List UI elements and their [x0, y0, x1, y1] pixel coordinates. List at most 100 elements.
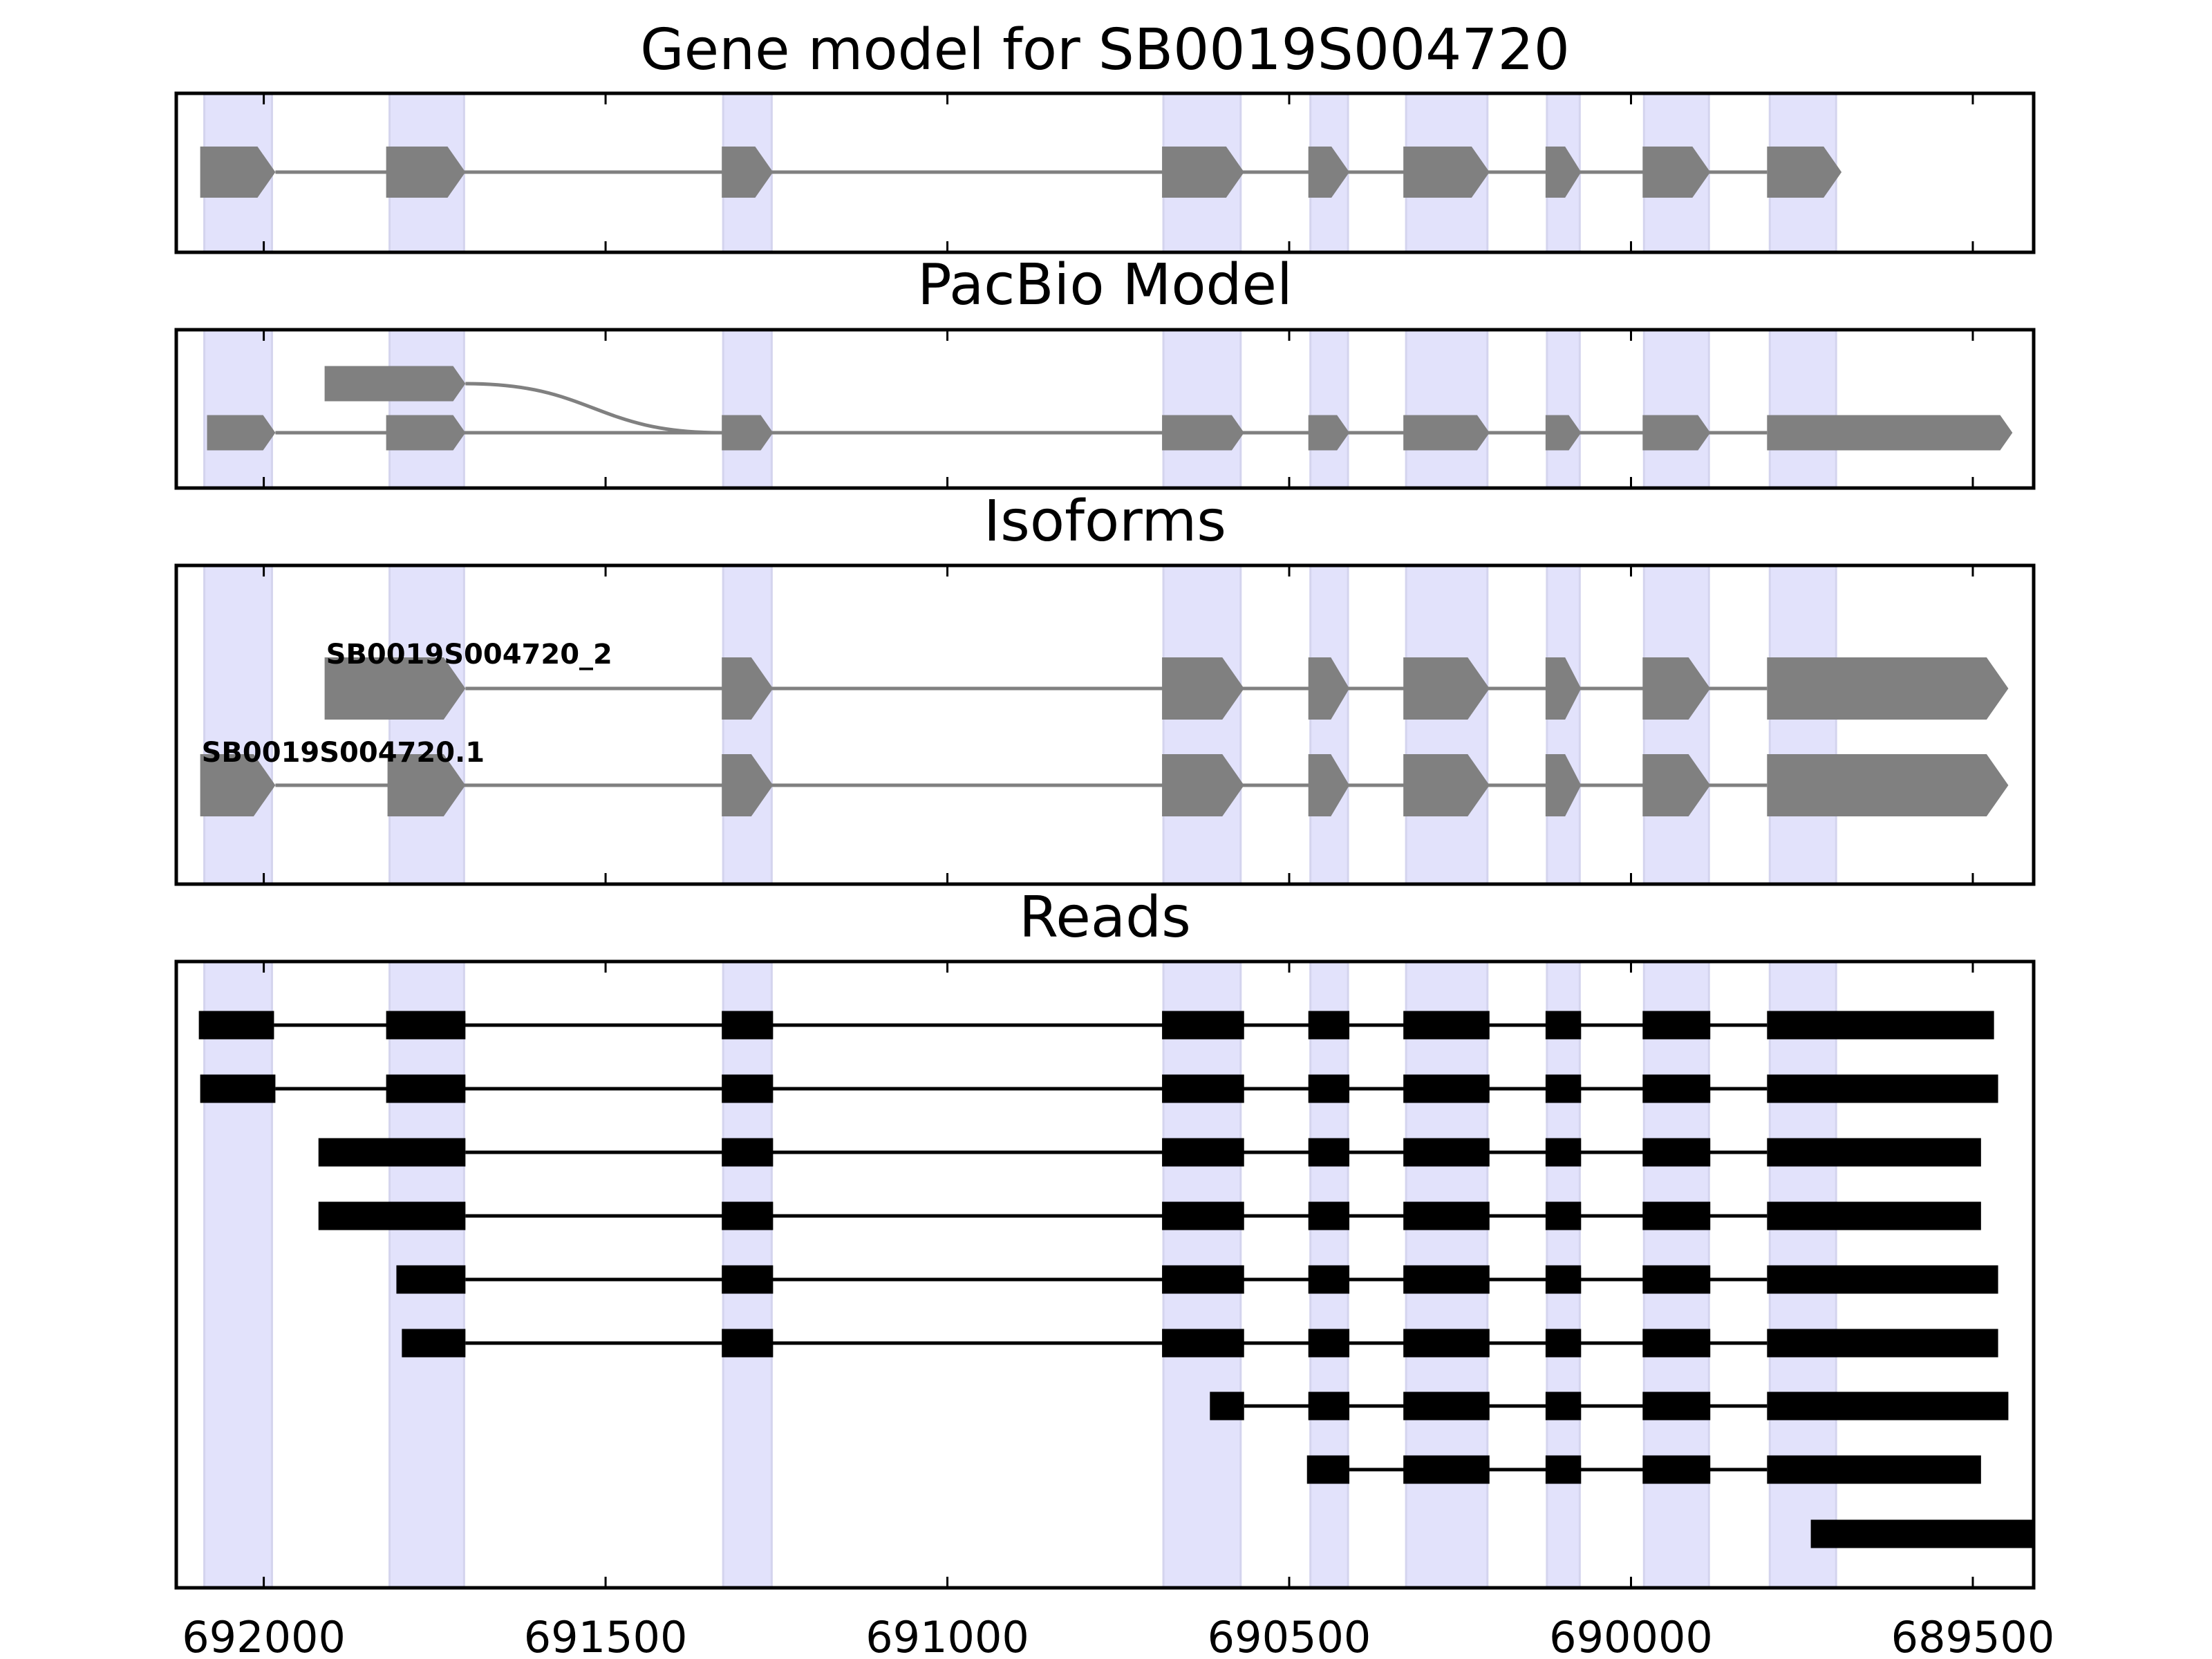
plot-area — [200, 93, 1842, 252]
read-exon — [1403, 1011, 1490, 1040]
exon-arrow — [722, 147, 774, 198]
exon-shade — [1546, 565, 1581, 884]
exon-arrow — [1767, 754, 2009, 816]
read-exon — [722, 1138, 774, 1167]
x-tick-label: 692000 — [182, 1612, 346, 1659]
x-tick-label: 689500 — [1891, 1612, 2055, 1659]
read-exon — [198, 1011, 274, 1040]
read-exon — [1308, 1391, 1350, 1421]
read-exon — [1810, 1519, 2034, 1548]
read-exon — [1642, 1391, 1711, 1421]
panel-0: Gene model for SB0019S004720 — [174, 17, 2036, 254]
panel-1: PacBio Model — [174, 252, 2036, 490]
exon-arrow — [1403, 754, 1490, 816]
exon-arrow — [1767, 147, 1842, 198]
exon-arrow — [1642, 415, 1711, 451]
exon-arrow — [1162, 415, 1244, 451]
read-exon — [1642, 1455, 1711, 1484]
read-exon — [1767, 1391, 2009, 1421]
exon-arrow — [1545, 147, 1582, 198]
exon-arrow — [200, 147, 276, 198]
exon-arrow — [1642, 147, 1711, 198]
splice-curve — [465, 382, 722, 435]
read-exon — [1642, 1138, 1711, 1167]
exon-arrow — [1403, 147, 1490, 198]
exon-arrow — [1308, 415, 1350, 451]
read-exon — [1642, 1074, 1711, 1103]
axes-frame — [174, 328, 2036, 490]
read-exon — [318, 1201, 466, 1230]
axes-frame — [174, 959, 2036, 1590]
exon-arrow — [722, 754, 774, 816]
exon-shade — [722, 330, 773, 488]
read-exon — [1642, 1011, 1711, 1040]
read-exon — [1642, 1329, 1711, 1358]
read-exon — [386, 1011, 466, 1040]
exon-shade — [203, 565, 273, 884]
exon-arrow — [200, 754, 276, 816]
read-exon — [1545, 1201, 1582, 1230]
read-exon — [1767, 1074, 1998, 1103]
read-exon — [1642, 1201, 1711, 1230]
panel-3: Reads — [174, 885, 2036, 1590]
read-exon — [1403, 1391, 1490, 1421]
read-exon — [1767, 1329, 1998, 1358]
read-exon — [1308, 1074, 1350, 1103]
read-exon — [1162, 1074, 1244, 1103]
exon-shade — [1768, 330, 1837, 488]
panel-title: Reads — [1019, 885, 1191, 950]
plot-area — [200, 565, 2009, 884]
exon-shade — [203, 962, 273, 1588]
read-exon — [200, 1074, 276, 1103]
axes-frame — [174, 91, 2036, 254]
read-exon — [722, 1201, 774, 1230]
exon-shade — [1162, 565, 1242, 884]
exon-shade — [388, 330, 465, 488]
exon-shade — [1405, 330, 1489, 488]
read-exon — [1308, 1265, 1350, 1294]
exon-arrow — [1308, 147, 1350, 198]
read-exon — [722, 1074, 774, 1103]
exon-arrow — [1767, 657, 2009, 720]
read-exon — [1162, 1138, 1244, 1167]
exon-arrow — [1642, 657, 1711, 720]
read-exon — [1403, 1265, 1490, 1294]
read-exon — [1403, 1074, 1490, 1103]
exon-arrow — [324, 366, 466, 402]
exon-shade — [1768, 565, 1837, 884]
read-exon — [1306, 1455, 1350, 1484]
read-exon — [402, 1329, 466, 1358]
read-exon — [386, 1074, 466, 1103]
panel-title: Gene model for SB0019S004720 — [640, 17, 1570, 83]
exon-shade — [1309, 330, 1349, 488]
read-exon — [1545, 1138, 1582, 1167]
exon-shade — [1405, 565, 1489, 884]
exon-shade — [1162, 330, 1242, 488]
exon-shade — [388, 565, 465, 884]
exon-shade — [203, 330, 273, 488]
read-exon — [1767, 1265, 1998, 1294]
exon-arrow — [1162, 657, 1244, 720]
exon-arrow — [722, 657, 774, 720]
read-exon — [1308, 1329, 1350, 1358]
plot-area — [203, 330, 2013, 488]
read-exon — [722, 1011, 774, 1040]
read-exon — [1545, 1074, 1582, 1103]
read-exon — [1767, 1455, 1981, 1484]
read-exon — [1308, 1201, 1350, 1230]
exon-arrow — [386, 147, 466, 198]
read-exon — [722, 1329, 774, 1358]
plot-area — [198, 962, 2034, 1588]
read-exon — [1767, 1201, 1981, 1230]
read-exon — [318, 1138, 466, 1167]
isoform-label: SB0019S004720.1 — [202, 737, 485, 769]
exon-arrow — [1162, 147, 1244, 198]
panel-title: Isoforms — [984, 489, 1226, 554]
read-exon — [1545, 1011, 1582, 1040]
read-exon — [1545, 1265, 1582, 1294]
exon-shade — [1642, 330, 1710, 488]
exon-arrow — [386, 415, 466, 451]
axes-frame — [174, 563, 2036, 886]
exon-arrow — [1545, 415, 1582, 451]
